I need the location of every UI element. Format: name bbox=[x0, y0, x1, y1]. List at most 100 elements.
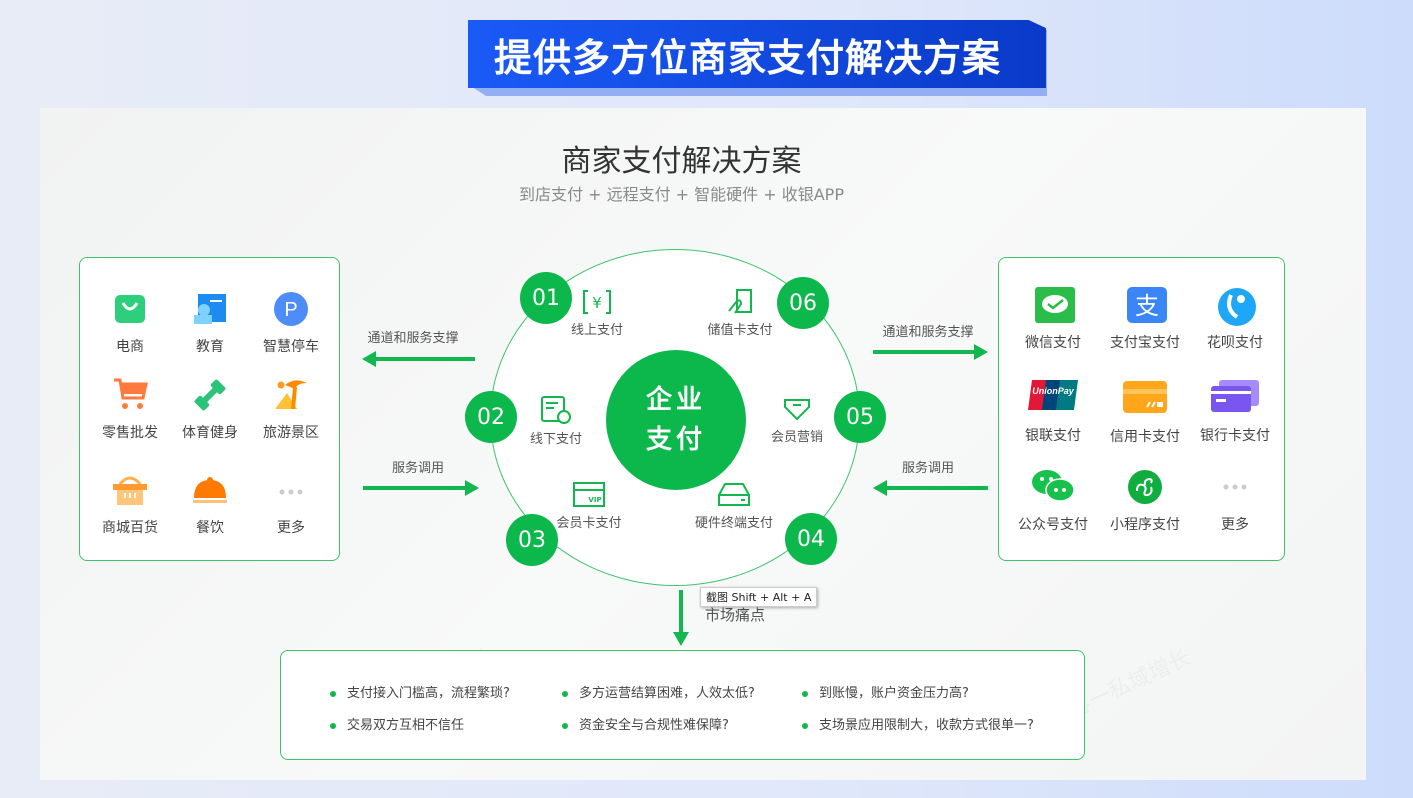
industry-item: 商城百货 bbox=[85, 472, 175, 537]
bank-card-icon bbox=[1211, 380, 1259, 416]
module-number: 04 bbox=[785, 513, 837, 565]
screenshot-tooltip: 截图 Shift + Alt + A bbox=[700, 587, 818, 607]
payment-label: 更多 bbox=[1221, 517, 1249, 533]
dumbbell-icon bbox=[192, 377, 228, 413]
arrow-right bbox=[873, 344, 988, 360]
alipay-icon: 支 bbox=[1127, 287, 1167, 323]
down-arrow-head bbox=[673, 632, 689, 646]
module-item: 线下支付 bbox=[501, 396, 611, 447]
pain-points-label: 市场痛点 bbox=[705, 606, 766, 624]
payment-label: 银联支付 bbox=[1025, 428, 1081, 444]
industry-label: 零售批发 bbox=[102, 425, 158, 441]
huabei-icon bbox=[1217, 287, 1256, 326]
core-text: 支付 bbox=[645, 425, 706, 455]
payment-label: 公众号支付 bbox=[1018, 517, 1088, 533]
module-item: 会员营销 bbox=[742, 396, 852, 445]
module-item: 硬件终端支付 bbox=[679, 482, 789, 531]
credit-card-icon bbox=[1123, 381, 1167, 417]
module-label: 会员卡支付 bbox=[556, 516, 622, 531]
module-label: 会员营销 bbox=[770, 430, 823, 445]
module-item: 储值卡支付 bbox=[685, 289, 795, 338]
module-number: 02 bbox=[465, 391, 517, 443]
pain-point: 支场景应用限制大，收款方式很单一? bbox=[802, 714, 1034, 733]
arrow-right bbox=[363, 480, 479, 496]
svg-text:VIP: VIP bbox=[588, 496, 601, 504]
palm-tree-icon bbox=[273, 377, 309, 413]
payment-label: 信用卡支付 bbox=[1110, 429, 1180, 445]
module-number: 05 bbox=[834, 391, 886, 443]
unionpay-icon: UnionPay bbox=[1028, 380, 1078, 416]
industry-label: 电商 bbox=[116, 339, 144, 355]
payment-item: 小程序支付 bbox=[1100, 469, 1190, 534]
shopping-bag-icon bbox=[112, 291, 148, 327]
svg-text:¥: ¥ bbox=[592, 294, 602, 312]
arrow-left bbox=[362, 351, 475, 367]
svg-text:P: P bbox=[284, 299, 297, 321]
industry-item: 体育健身 bbox=[165, 377, 255, 442]
module-number: 06 bbox=[777, 277, 829, 329]
official-account-icon bbox=[1031, 469, 1075, 505]
yuan-scan-icon: ¥ bbox=[583, 290, 611, 314]
diagram-subtitle: 到店支付 + 远程支付 + 智能硬件 + 收银APP bbox=[519, 185, 844, 204]
payment-item: 支 支付宝支付 bbox=[1100, 287, 1190, 352]
parking-icon: P bbox=[273, 291, 309, 327]
industry-label: 商城百货 bbox=[102, 520, 158, 536]
pain-point: 到账慢，账户资金压力高? bbox=[802, 682, 969, 701]
module-label: 硬件终端支付 bbox=[694, 516, 773, 531]
payment-item: 信用卡支付 bbox=[1100, 381, 1190, 446]
wechat-pay-icon bbox=[1035, 287, 1075, 323]
industry-label: 餐饮 bbox=[196, 520, 224, 536]
pain-point: 资金安全与合规性难保障? bbox=[562, 714, 729, 733]
more-icon bbox=[1217, 469, 1253, 505]
payment-item: 微信支付 bbox=[1008, 287, 1098, 352]
payment-item[interactable]: 更多 bbox=[1190, 469, 1280, 534]
industry-item: P 智慧停车 bbox=[246, 291, 336, 356]
arrow-label: 通道和服务支撑 bbox=[367, 331, 459, 346]
module-number: 03 bbox=[506, 514, 558, 566]
payment-label: 微信支付 bbox=[1025, 335, 1081, 351]
education-icon bbox=[192, 291, 228, 327]
core-circle: 企业支付 bbox=[606, 350, 746, 490]
arrow-label: 服务调用 bbox=[391, 461, 445, 476]
page-title: 提供多方位商家支付解决方案 bbox=[494, 35, 1002, 80]
pain-point: 多方运营结算困难，人效太低? bbox=[562, 682, 755, 701]
industry-item[interactable]: 更多 bbox=[246, 472, 336, 537]
module-item: VIP 会员卡支付 bbox=[534, 482, 644, 531]
module-number: 01 bbox=[520, 272, 572, 324]
payment-item: 公众号支付 bbox=[1008, 469, 1098, 534]
page-title-banner: 提供多方位商家支付解决方案 bbox=[468, 20, 1046, 88]
industry-label: 旅游景区 bbox=[263, 425, 319, 441]
industry-label: 智慧停车 bbox=[263, 339, 319, 355]
mini-program-icon bbox=[1127, 469, 1163, 505]
stored-value-card-icon bbox=[728, 289, 752, 314]
pain-point: 交易双方互相不信任 bbox=[330, 714, 464, 733]
dish-cover-icon bbox=[192, 472, 228, 508]
industry-item: 餐饮 bbox=[165, 472, 255, 537]
payment-label: 支付宝支付 bbox=[1110, 335, 1180, 351]
module-label: 储值卡支付 bbox=[707, 323, 773, 338]
svg-text:支: 支 bbox=[1135, 292, 1159, 320]
diagram-heading: 商家支付解决方案 bbox=[561, 144, 802, 179]
industry-label: 更多 bbox=[277, 520, 305, 536]
industry-item: 旅游景区 bbox=[246, 377, 336, 442]
module-label: 线下支付 bbox=[529, 432, 582, 447]
diamond-icon bbox=[784, 399, 810, 421]
receipt-yuan-icon bbox=[541, 396, 571, 424]
payment-item: 花呗支付 bbox=[1190, 287, 1280, 352]
industry-item: 教育 bbox=[165, 291, 255, 356]
vip-card-icon: VIP bbox=[573, 482, 605, 507]
payment-item: UnionPay 银联支付 bbox=[1008, 380, 1098, 445]
cart-icon bbox=[112, 377, 148, 413]
payment-item: 银行卡支付 bbox=[1190, 380, 1280, 445]
core-text: 企业 bbox=[645, 385, 706, 415]
pain-point: 支付接入门槛高，流程繁琐? bbox=[330, 682, 510, 701]
module-label: 线上支付 bbox=[570, 323, 623, 338]
svg-text:UnionPay: UnionPay bbox=[1032, 386, 1075, 396]
basket-icon bbox=[112, 472, 148, 508]
industry-item: 零售批发 bbox=[85, 377, 175, 442]
more-icon bbox=[273, 472, 309, 508]
payment-label: 小程序支付 bbox=[1110, 517, 1180, 533]
payment-label: 银行卡支付 bbox=[1200, 428, 1270, 444]
arrow-left bbox=[873, 480, 988, 496]
down-arrow bbox=[679, 590, 683, 634]
